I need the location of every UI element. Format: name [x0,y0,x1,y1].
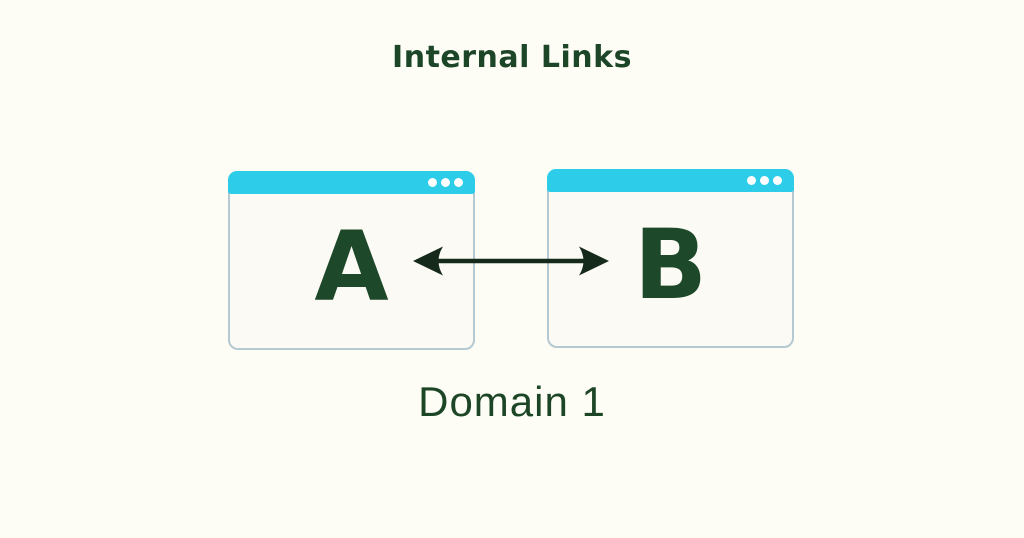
window-a-content: A [230,194,473,348]
window-dot-icon [428,178,437,187]
window-dot-icon [441,178,450,187]
diagram-title: Internal Links [392,40,632,75]
page-a-label: A [314,211,389,323]
bidirectional-arrow-icon [413,246,609,276]
window-controls [747,176,782,185]
window-controls [428,178,463,187]
window-dot-icon [760,176,769,185]
window-dot-icon [454,178,463,187]
window-dot-icon [747,176,756,185]
browser-window-b: B [547,169,794,348]
domain-caption: Domain 1 [418,378,606,425]
window-b-titlebar [547,169,794,192]
window-a-titlebar [228,171,475,194]
page-b-label: B [633,209,708,321]
window-b-content: B [549,192,792,346]
window-dot-icon [773,176,782,185]
